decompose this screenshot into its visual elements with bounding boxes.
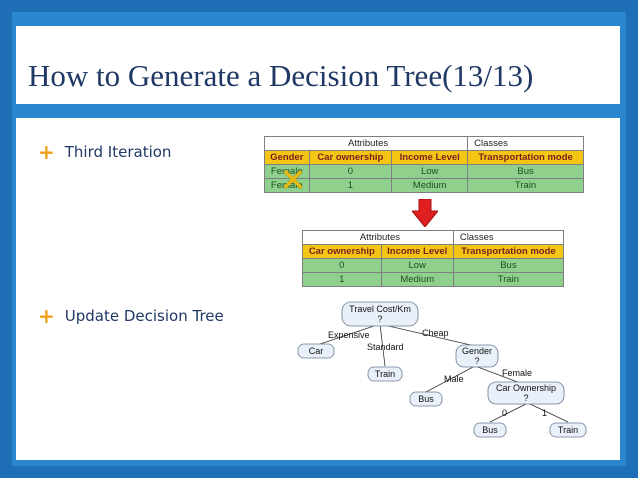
table-group-attributes: Attributes: [263, 136, 469, 151]
table-cell: Medium: [391, 178, 469, 193]
leaf-train: Train: [375, 369, 395, 379]
plus-bullet-icon: +: [38, 304, 55, 328]
table-cell: 1: [308, 178, 393, 193]
edge-one: 1: [542, 408, 547, 418]
table-cell: Train: [467, 178, 584, 193]
table-cell: Female: [264, 178, 310, 193]
decision-tree: Travel Cost/Km ? Expensive Standard Chea…: [297, 301, 587, 438]
table-group-attributes: Attributes: [302, 230, 454, 245]
table-header: Car ownership: [302, 244, 382, 259]
edge-male: Male: [444, 374, 464, 384]
table-header: Transportation mode: [452, 244, 565, 259]
table-cell: 0: [308, 164, 393, 179]
table-row: Female 1 Medium Train: [264, 178, 584, 193]
title-box: [16, 26, 620, 104]
edge-female: Female: [502, 368, 532, 378]
slide-title: How to Generate a Decision Tree(13/13): [28, 58, 534, 93]
leaf-bus: Bus: [418, 394, 434, 404]
table-cell: Medium: [380, 272, 454, 287]
tree-car-ownership-question: ?: [523, 393, 528, 403]
tree-gender-label: Gender: [462, 346, 492, 356]
table-row: 0 Low Bus: [302, 258, 565, 273]
table-cell: Low: [380, 258, 454, 273]
table-cell: Train: [452, 272, 565, 287]
table-row: 1 Medium Train: [302, 272, 565, 287]
table-cell: Bus: [467, 164, 584, 179]
edge-cheap: Cheap: [422, 328, 449, 338]
table-cell: Low: [391, 164, 469, 179]
attributes-table-reduced: Attributes Classes Car ownership Income …: [302, 230, 565, 287]
tree-car-ownership-label: Car Ownership: [496, 383, 556, 393]
bullet-update-tree: + Update Decision Tree: [38, 306, 224, 326]
bullet-text: Update Decision Tree: [64, 307, 224, 325]
leaf-bus: Bus: [482, 425, 498, 435]
tree-root-label: Travel Cost/Km: [349, 304, 411, 314]
bullet-third-iteration: + Third Iteration: [38, 142, 171, 162]
table-row: Female 0 Low Bus: [264, 164, 584, 179]
leaf-car: Car: [309, 346, 324, 356]
tree-gender-question: ?: [474, 356, 479, 366]
plus-bullet-icon: +: [38, 140, 55, 164]
attributes-table-full: Attributes Classes Gender Car ownership …: [263, 136, 584, 193]
table-group-classes: Classes: [452, 230, 565, 245]
table-header: Income Level: [391, 150, 469, 165]
table-cell: Bus: [452, 258, 565, 273]
table-cell: 0: [302, 258, 382, 273]
table-header: Income Level: [380, 244, 454, 259]
edge-standard: Standard: [367, 342, 404, 352]
edge-zero: 0: [502, 408, 507, 418]
table-group-classes: Classes: [467, 136, 584, 151]
leaf-train: Train: [558, 425, 578, 435]
cross-out-icon: ✕: [279, 161, 307, 199]
tree-root-question: ?: [377, 314, 382, 324]
edge-expensive: Expensive: [328, 330, 370, 340]
bullet-text: Third Iteration: [64, 143, 172, 161]
table-header: Car ownership: [308, 150, 393, 165]
table-header: Transportation mode: [467, 150, 584, 165]
table-cell: 1: [302, 272, 382, 287]
down-arrow-icon: [412, 199, 438, 227]
